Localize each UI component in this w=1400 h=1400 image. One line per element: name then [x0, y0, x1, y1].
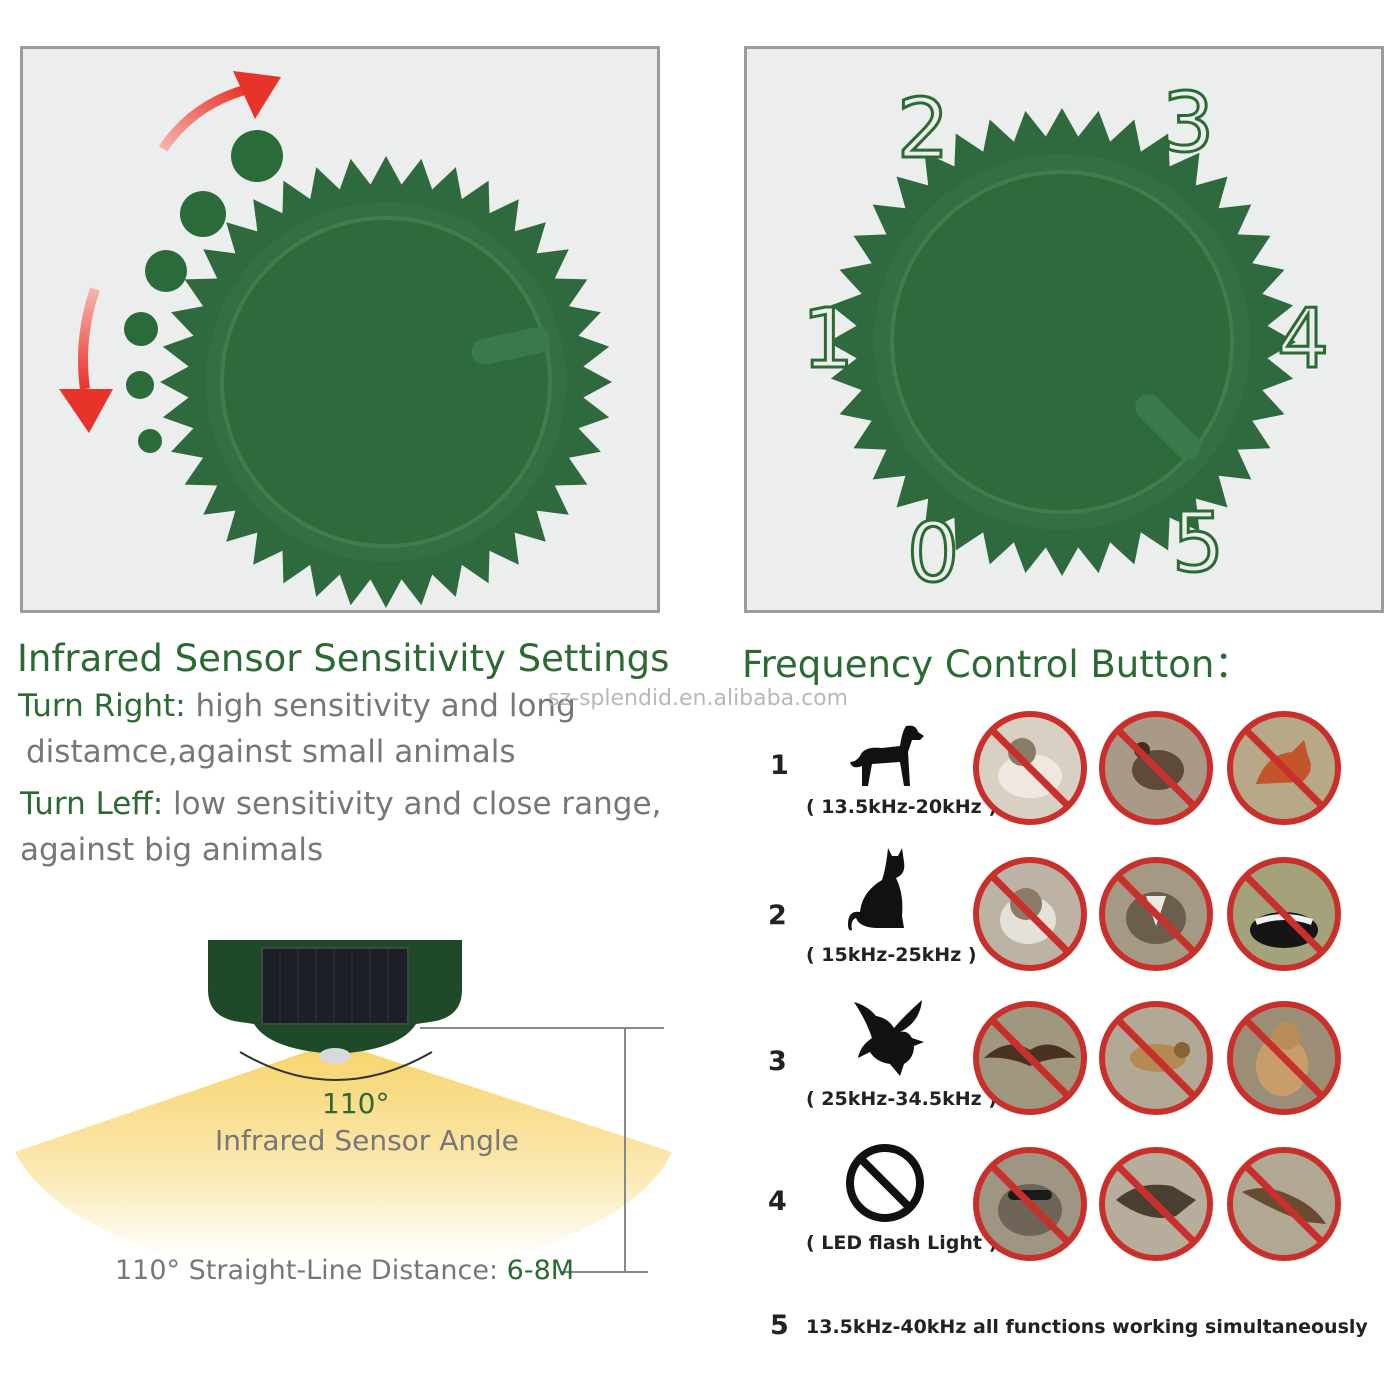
distance-measure-lines — [420, 1027, 664, 1273]
banned-fox-icon — [1227, 711, 1341, 825]
turn-left-label: Turn Leff: — [20, 786, 164, 822]
dial-number-3: 3 — [1162, 76, 1214, 171]
frequency-label: ( 15kHz-25kHz ) — [806, 944, 977, 966]
row-number: 1 — [770, 750, 789, 781]
sensitivity-level-dots — [124, 130, 283, 453]
footer-description: 13.5kHz-40kHz all functions working simu… — [806, 1316, 1368, 1338]
dial-gear-left[interactable] — [160, 156, 612, 608]
sensor-beam — [15, 1042, 672, 1260]
turn-left-arrow-icon — [59, 287, 113, 433]
cat-icon — [848, 848, 905, 931]
dial-number-5: 5 — [1172, 496, 1224, 591]
banned-cat-icon — [973, 857, 1087, 971]
dial-gear-right[interactable] — [828, 108, 1296, 576]
solar-sensor-device-icon — [208, 940, 462, 1064]
row-number: 2 — [768, 900, 787, 931]
banned-badger-icon — [1099, 857, 1213, 971]
turn-right-description: Turn Right: high sensitivity and long — [18, 688, 576, 724]
dial-number-2: 2 — [897, 82, 949, 177]
sensitivity-dial-panel — [20, 46, 660, 613]
banned-mouse-icon — [1099, 711, 1213, 825]
row-number: 4 — [768, 1186, 787, 1217]
frequency-title: Frequency Control Button： — [742, 643, 1252, 686]
frequency-label: ( 25kHz-34.5kHz ) — [806, 1088, 997, 1110]
distance-description: 110° Straight-Line Distance: 6-8M — [115, 1255, 574, 1286]
banned-sparrow-icon — [1099, 1001, 1213, 1115]
frequency-dial-illustration: 0 1 2 3 4 5 — [801, 75, 1331, 603]
banned-squirrel-icon — [1227, 1001, 1341, 1115]
sensitivity-dial-illustration — [59, 71, 612, 608]
sensor-angle-label: Infrared Sensor Angle — [215, 1124, 519, 1157]
banned-small-dog-icon — [973, 711, 1087, 825]
turn-right-text-continued: distamce,against small animals — [26, 734, 516, 770]
turn-right-label: Turn Right: — [18, 688, 186, 724]
dial-number-1: 1 — [802, 292, 854, 387]
turn-left-text-continued: against big animals — [20, 832, 324, 868]
dog-icon — [850, 725, 924, 786]
frequency-label: ( 13.5kHz-20kHz ) — [806, 796, 997, 818]
angle-arc — [239, 1051, 433, 1081]
watermark: sz-splendid.en.alibaba.com — [548, 686, 849, 711]
banned-skunk-icon — [1227, 857, 1341, 971]
bird-icon — [854, 1000, 924, 1076]
row-number: 3 — [768, 1046, 787, 1077]
banned-raccoon-icon — [973, 1147, 1087, 1261]
distance-prefix: 110° Straight-Line Distance: — [115, 1255, 507, 1286]
sensor-angle-value: 110° — [322, 1087, 390, 1120]
banned-weasel-icon — [1227, 1147, 1341, 1261]
turn-right-arrow-icon — [158, 71, 281, 152]
turn-left-text: low sensitivity and close range, — [163, 786, 662, 822]
turn-right-text: high sensitivity and long — [185, 688, 576, 724]
frequency-label: ( LED flash Light ) — [806, 1232, 998, 1254]
dial-number-4: 4 — [1277, 292, 1329, 387]
footer-number: 5 — [770, 1310, 789, 1341]
turn-left-description: Turn Leff: low sensitivity and close ran… — [20, 786, 661, 822]
banned-bat-icon — [973, 1001, 1087, 1115]
sensor-angle-illustration — [15, 940, 672, 1273]
dial-number-0: 0 — [907, 506, 959, 601]
distance-value: 6-8M — [506, 1255, 575, 1286]
frequency-dial-panel: 0 1 2 3 4 5 — [744, 46, 1384, 613]
no-sign-icon — [846, 1144, 924, 1222]
sensitivity-title: Infrared Sensor Sensitivity Settings — [17, 637, 670, 680]
banned-boar-icon — [1099, 1147, 1213, 1261]
